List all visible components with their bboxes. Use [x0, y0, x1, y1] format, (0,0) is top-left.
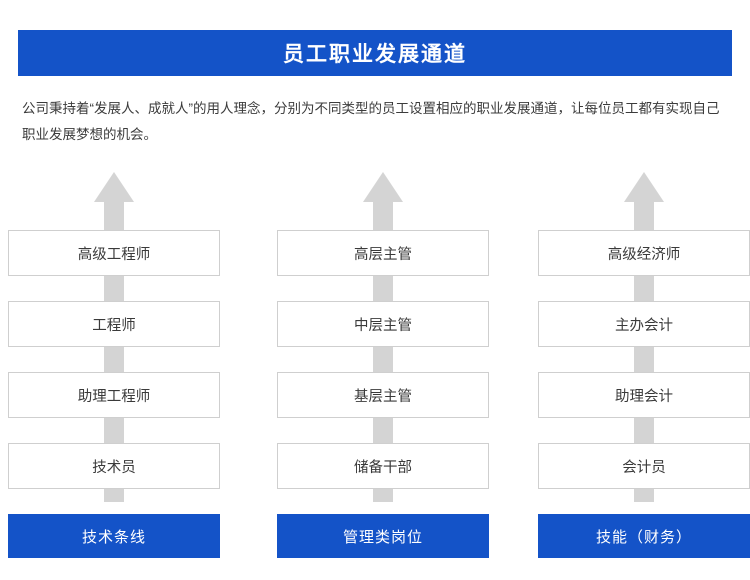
career-level-list: 高级经济师 主办会计 助理会计 会计员: [538, 230, 750, 514]
career-level-list: 高层主管 中层主管 基层主管 储备干部: [277, 230, 489, 514]
intro-paragraph: 公司秉持着“发展人、成就人”的用人理念，分别为不同类型的员工设置相应的职业发展通…: [22, 101, 720, 142]
career-column-finance: 高级经济师 主办会计 助理会计 会计员 技能（财务）: [538, 172, 750, 572]
career-level-box[interactable]: 高层主管: [277, 230, 489, 276]
career-level-box[interactable]: 基层主管: [277, 372, 489, 418]
career-path-diagram: 高级工程师 工程师 助理工程师 技术员 技术条线 高层主管 中层主管 基层主管 …: [0, 172, 750, 572]
arrow-head-shape: [94, 172, 134, 202]
career-level-box[interactable]: 工程师: [8, 301, 220, 347]
career-level-box[interactable]: 助理工程师: [8, 372, 220, 418]
career-track-label[interactable]: 技术条线: [8, 514, 220, 558]
arrow-head-shape: [624, 172, 664, 202]
career-level-box[interactable]: 高级经济师: [538, 230, 750, 276]
page-title: 员工职业发展通道: [283, 43, 467, 66]
career-track-label[interactable]: 技能（财务）: [538, 514, 750, 558]
header-banner: 员工职业发展通道: [18, 30, 732, 76]
career-level-box[interactable]: 助理会计: [538, 372, 750, 418]
career-level-box[interactable]: 会计员: [538, 443, 750, 489]
career-level-list: 高级工程师 工程师 助理工程师 技术员: [8, 230, 220, 514]
arrow-head-shape: [363, 172, 403, 202]
career-level-box[interactable]: 技术员: [8, 443, 220, 489]
career-track-label[interactable]: 管理类岗位: [277, 514, 489, 558]
career-level-box[interactable]: 主办会计: [538, 301, 750, 347]
career-column-management: 高层主管 中层主管 基层主管 储备干部 管理类岗位: [277, 172, 489, 572]
career-column-technical: 高级工程师 工程师 助理工程师 技术员 技术条线: [8, 172, 220, 572]
career-level-box[interactable]: 储备干部: [277, 443, 489, 489]
career-level-box[interactable]: 中层主管: [277, 301, 489, 347]
career-level-box[interactable]: 高级工程师: [8, 230, 220, 276]
